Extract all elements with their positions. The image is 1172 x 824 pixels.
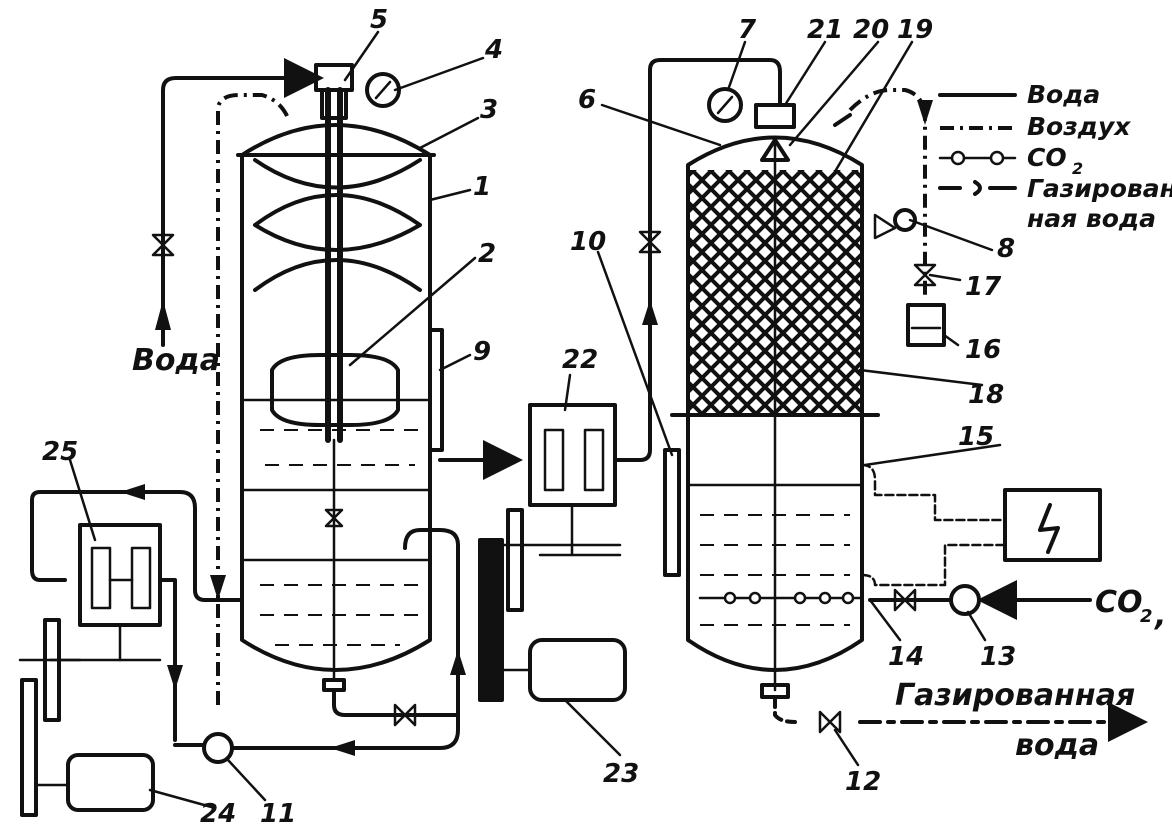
- legend-water: Вода: [1027, 80, 1100, 109]
- part-number-2: 2: [478, 239, 496, 269]
- legend-air: Воздух: [1027, 112, 1131, 141]
- part-number-13: 13: [980, 642, 1016, 672]
- part-number-7: 7: [738, 15, 757, 45]
- part-number-6: 6: [578, 85, 596, 115]
- part-number-14: 14: [888, 642, 924, 672]
- part-number-9: 9: [473, 337, 491, 367]
- gear-pump-23: [478, 508, 627, 702]
- part-number-23: 23: [603, 759, 639, 789]
- part-number-25: 25: [42, 437, 78, 467]
- part-number-3: 3: [480, 95, 498, 125]
- part-number-19: 19: [897, 15, 933, 45]
- part-number-10: 10: [570, 227, 606, 257]
- level-control: [860, 463, 1102, 587]
- part-number-1: 1: [473, 172, 491, 202]
- part-number-5: 5: [370, 5, 388, 35]
- leader-lines: [68, 30, 1002, 810]
- legend-co2: CO: [1027, 143, 1067, 172]
- part-number-8: 8: [997, 234, 1015, 264]
- part-number-18: 18: [968, 380, 1004, 410]
- part-number-11: 11: [260, 799, 296, 824]
- label-co2-in: CO: [1095, 585, 1143, 620]
- label-co2-in-tail: ,: [1153, 598, 1166, 633]
- label-product-1: Газированная: [895, 678, 1135, 713]
- pump-22: [438, 58, 782, 557]
- part-number-15: 15: [958, 422, 994, 452]
- part-number-21: 21: [807, 15, 843, 45]
- legend-carbonated-1: Газирован-: [1027, 174, 1172, 203]
- label-co2-in-sub: 2: [1140, 606, 1153, 627]
- valve-11-line: [173, 528, 466, 764]
- deaerator-vessel: [236, 63, 444, 692]
- product-outlet: [773, 695, 1148, 742]
- label-water-in: Вода: [132, 343, 220, 378]
- legend: Вода Воздух CO 2 Газирован- ная вода: [938, 80, 1172, 233]
- air-line: [210, 93, 290, 705]
- gas-outlet: [833, 88, 946, 347]
- pump-25: [30, 484, 242, 742]
- part-number-17: 17: [965, 272, 1002, 302]
- part-number-4: 4: [484, 35, 503, 65]
- co2-inlet-line: [868, 580, 1092, 620]
- part-number-22: 22: [562, 345, 598, 375]
- part-number-12: 12: [845, 767, 881, 797]
- legend-carbonated-2: ная вода: [1027, 204, 1156, 233]
- motor-24: [18, 618, 155, 817]
- legend-co2-sub: 2: [1072, 159, 1083, 178]
- part-number-20: 20: [853, 15, 889, 45]
- part-number-24: 24: [200, 799, 236, 824]
- saturator-vessel: [663, 87, 880, 699]
- part-number-16: 16: [965, 335, 1001, 365]
- label-product-2: вода: [1015, 728, 1099, 763]
- water-inlet-line: [151, 58, 324, 347]
